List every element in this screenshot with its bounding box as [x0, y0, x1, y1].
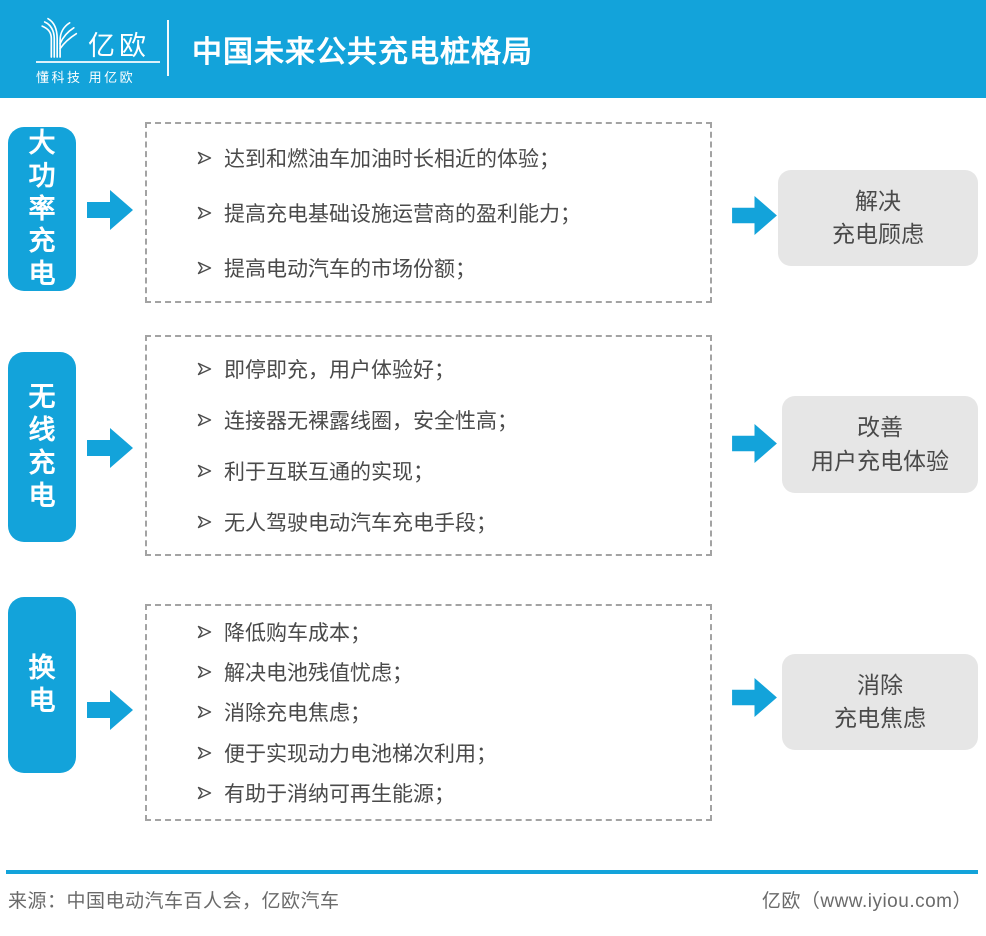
category-pill-wireless-charging: 无 线 充 电: [8, 352, 76, 542]
outcome-box-improve-user-experience: 改善 用户充电体验: [782, 396, 978, 493]
outcome-line: 消除: [857, 671, 903, 698]
logo-text: 亿欧: [88, 31, 150, 61]
list-item: 即停即充，用户体验好；: [197, 354, 700, 384]
list-item: 利于互联互通的实现；: [197, 456, 700, 486]
list-item-text: 提高充电基础设施运营商的盈利能力；: [224, 202, 581, 226]
arrowhead-bullet-icon: [197, 362, 212, 376]
logo-tagline: 懂科技 用亿欧: [36, 70, 136, 85]
arrowhead-bullet-icon: [197, 151, 212, 165]
arrowhead-bullet-icon: [197, 746, 212, 760]
arrowhead-bullet-icon: [197, 705, 212, 719]
flow-arrow-icon: [86, 428, 134, 468]
category-pill-battery-swap: 换 电: [8, 597, 76, 773]
arrowhead-bullet-icon: [197, 786, 212, 800]
outcome-line: 充电顾虑: [832, 221, 924, 247]
list-item: 便于实现动力电池梯次利用；: [197, 738, 700, 768]
list-item-text: 便于实现动力电池梯次利用；: [224, 742, 497, 766]
arrowhead-bullet-icon: [197, 464, 212, 478]
arrowhead-bullet-icon: [197, 206, 212, 220]
iyiou-logo-icon: [38, 14, 78, 60]
list-item: 降低购车成本；: [197, 617, 700, 647]
flow-arrow-icon: [732, 678, 777, 717]
brand-note: 亿欧（www.iyiou.com）: [761, 891, 972, 912]
header-divider: [167, 20, 169, 76]
list-item-text: 达到和燃油车加油时长相近的体验；: [224, 147, 560, 171]
outcome-box-solve-charging-worries: 解决 充电顾虑: [778, 170, 978, 266]
outcome-line: 充电焦虑: [834, 705, 926, 731]
flow-arrow-icon: [86, 190, 134, 230]
list-item: 解决电池残值忧虑；: [197, 657, 700, 687]
arrowhead-bullet-icon: [197, 261, 212, 275]
list-item-text: 有助于消纳可再生能源；: [224, 782, 455, 806]
list-item: 达到和燃油车加油时长相近的体验；: [197, 143, 700, 173]
outcome-line: 解决: [855, 187, 901, 214]
arrowhead-bullet-icon: [197, 413, 212, 427]
outcome-box-eliminate-charging-anxiety: 消除 充电焦虑: [782, 654, 978, 750]
list-item-text: 提高电动汽车的市场份额；: [224, 257, 476, 281]
list-item: 提高充电基础设施运营商的盈利能力；: [197, 198, 700, 228]
flow-arrow-icon: [732, 196, 777, 235]
footer-divider-line: [6, 870, 978, 874]
list-item-text: 利于互联互通的实现；: [224, 461, 434, 485]
list-item-text: 无人驾驶电动汽车充电手段；: [224, 512, 497, 536]
list-item-text: 降低购车成本；: [224, 622, 371, 646]
logo-underline: [36, 61, 160, 63]
list-item-text: 连接器无裸露线圈，安全性高；: [224, 409, 518, 433]
list-item: 连接器无裸露线圈，安全性高；: [197, 405, 700, 435]
page-title: 中国未来公共充电桩格局: [192, 36, 533, 69]
benefits-panel-high-power-charging: 达到和燃油车加油时长相近的体验； 提高充电基础设施运营商的盈利能力； 提高电动汽…: [145, 122, 712, 303]
list-item-text: 消除充电焦虑；: [224, 702, 371, 726]
source-note: 来源：中国电动汽车百人会，亿欧汽车: [8, 891, 340, 912]
arrowhead-bullet-icon: [197, 665, 212, 679]
arrowhead-bullet-icon: [197, 515, 212, 529]
outcome-line: 改善: [857, 414, 903, 441]
benefits-panel-battery-swap: 降低购车成本； 解决电池残值忧虑； 消除充电焦虑； 便于实现动力电池梯次利用； …: [145, 604, 712, 821]
list-item-text: 解决电池残值忧虑；: [224, 662, 413, 686]
benefits-panel-wireless-charging: 即停即充，用户体验好； 连接器无裸露线圈，安全性高； 利于互联互通的实现； 无人…: [145, 335, 712, 556]
header-bar: 亿欧 懂科技 用亿欧 中国未来公共充电桩格局: [0, 0, 986, 98]
list-item: 无人驾驶电动汽车充电手段；: [197, 507, 700, 537]
list-item-text: 即停即充，用户体验好；: [224, 358, 455, 382]
list-item: 消除充电焦虑；: [197, 697, 700, 727]
flow-arrow-icon: [86, 690, 134, 730]
list-item: 提高电动汽车的市场份额；: [197, 253, 700, 283]
flow-arrow-icon: [732, 424, 777, 463]
outcome-line: 用户充电体验: [811, 447, 949, 474]
category-pill-high-power-charging: 大 功 率 充 电: [8, 127, 76, 291]
list-item: 有助于消纳可再生能源；: [197, 778, 700, 808]
arrowhead-bullet-icon: [197, 625, 212, 639]
